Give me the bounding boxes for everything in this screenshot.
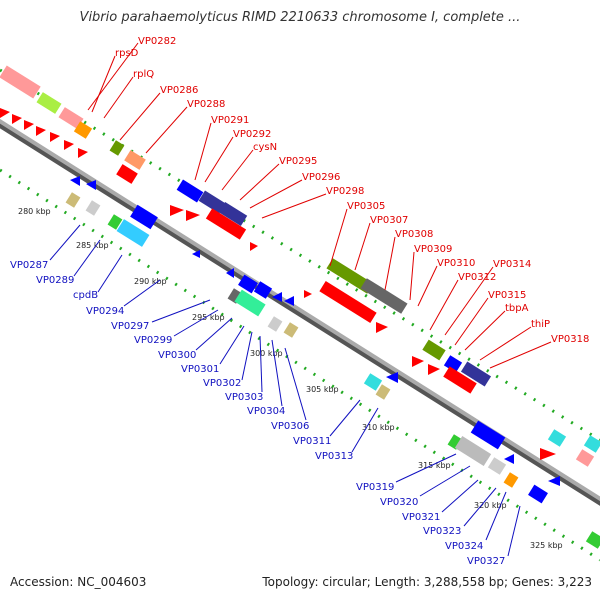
gene-label: VP0282 [138, 36, 176, 47]
gene-label: VP0323 [423, 526, 461, 537]
gene-label: VP0305 [347, 201, 385, 212]
genome-summary: Topology: circular; Length: 3,288,558 bp… [262, 575, 592, 589]
gene-label: VP0302 [203, 378, 241, 389]
gene-label: VP0308 [395, 229, 433, 240]
gene-label: VP0295 [279, 156, 317, 167]
gene-label: VP0306 [271, 421, 309, 432]
gene-label: VP0303 [225, 392, 263, 403]
gene-label: cpdB [73, 290, 98, 301]
gene-label: VP0307 [370, 215, 408, 226]
gene-label: VP0319 [356, 482, 394, 493]
gene-label: tbpA [505, 303, 529, 314]
kbp-label: 320 kbp [474, 501, 507, 510]
kbp-label: 310 kbp [362, 423, 395, 432]
gene-label: VP0287 [10, 260, 48, 271]
gene-label: VP0320 [380, 497, 418, 508]
gene-label: VP0288 [187, 99, 225, 110]
track-line-outer [0, 68, 600, 442]
gene-label: VP0314 [493, 259, 531, 270]
map-title: Vibrio parahaemolyticus RIMD 2210633 chr… [79, 10, 521, 25]
gene-label: VP0292 [233, 129, 271, 140]
gene-label: VP0315 [488, 290, 526, 301]
kbp-label: 315 kbp [418, 461, 451, 470]
kbp-label: 285 kbp [76, 241, 109, 250]
kbp-scale: 280 kbp 285 kbp 290 kbp 295 kbp 300 kbp … [18, 207, 563, 550]
accession-label: Accession: NC_004603 [10, 575, 147, 589]
gene-label: VP0297 [111, 321, 149, 332]
track-line-inner [0, 168, 600, 562]
kbp-label: 305 kbp [306, 385, 339, 394]
forward-labels: VP0282 rpsD rplQ VP0286 VP0288 VP0291 VP… [87, 36, 589, 369]
gene-label: VP0298 [326, 186, 364, 197]
gene-label: VP0309 [414, 244, 452, 255]
kbp-label: 300 kbp [250, 349, 283, 358]
gene-label: VP0300 [158, 350, 196, 361]
gene-label: VP0291 [211, 115, 249, 126]
gene-label: VP0289 [36, 275, 74, 286]
kbp-label: 325 kbp [530, 541, 563, 550]
gene-label: cysN [253, 142, 277, 153]
gene-label: VP0304 [247, 406, 285, 417]
gene-label: VP0301 [181, 364, 219, 375]
gene-label: VP0312 [458, 272, 496, 283]
gene-label: VP0324 [445, 541, 483, 552]
kbp-label: 290 kbp [134, 277, 167, 286]
gene-label: VP0313 [315, 451, 353, 462]
gene-label: VP0321 [402, 512, 440, 523]
gene-label: rplQ [133, 69, 154, 80]
gene-label: VP0294 [86, 306, 124, 317]
kbp-label: 295 kbp [192, 313, 225, 322]
gene-label: VP0318 [551, 334, 589, 345]
reverse-gene-track [65, 176, 600, 549]
gene-label: VP0299 [134, 335, 172, 346]
reverse-labels: VP0287 VP0289 cpdB VP0294 VP0297 VP0299 … [10, 224, 521, 567]
gene-label: VP0327 [467, 556, 505, 567]
gene-label: VP0296 [302, 172, 340, 183]
gene-label: VP0286 [160, 85, 198, 96]
gene-label: VP0311 [293, 436, 331, 447]
kbp-label: 280 kbp [18, 207, 51, 216]
forward-gene-track [0, 65, 600, 467]
gene-label: thiP [531, 319, 550, 330]
gene-label: VP0310 [437, 258, 475, 269]
backbone [0, 118, 600, 502]
gene-label: rpsD [115, 48, 139, 59]
